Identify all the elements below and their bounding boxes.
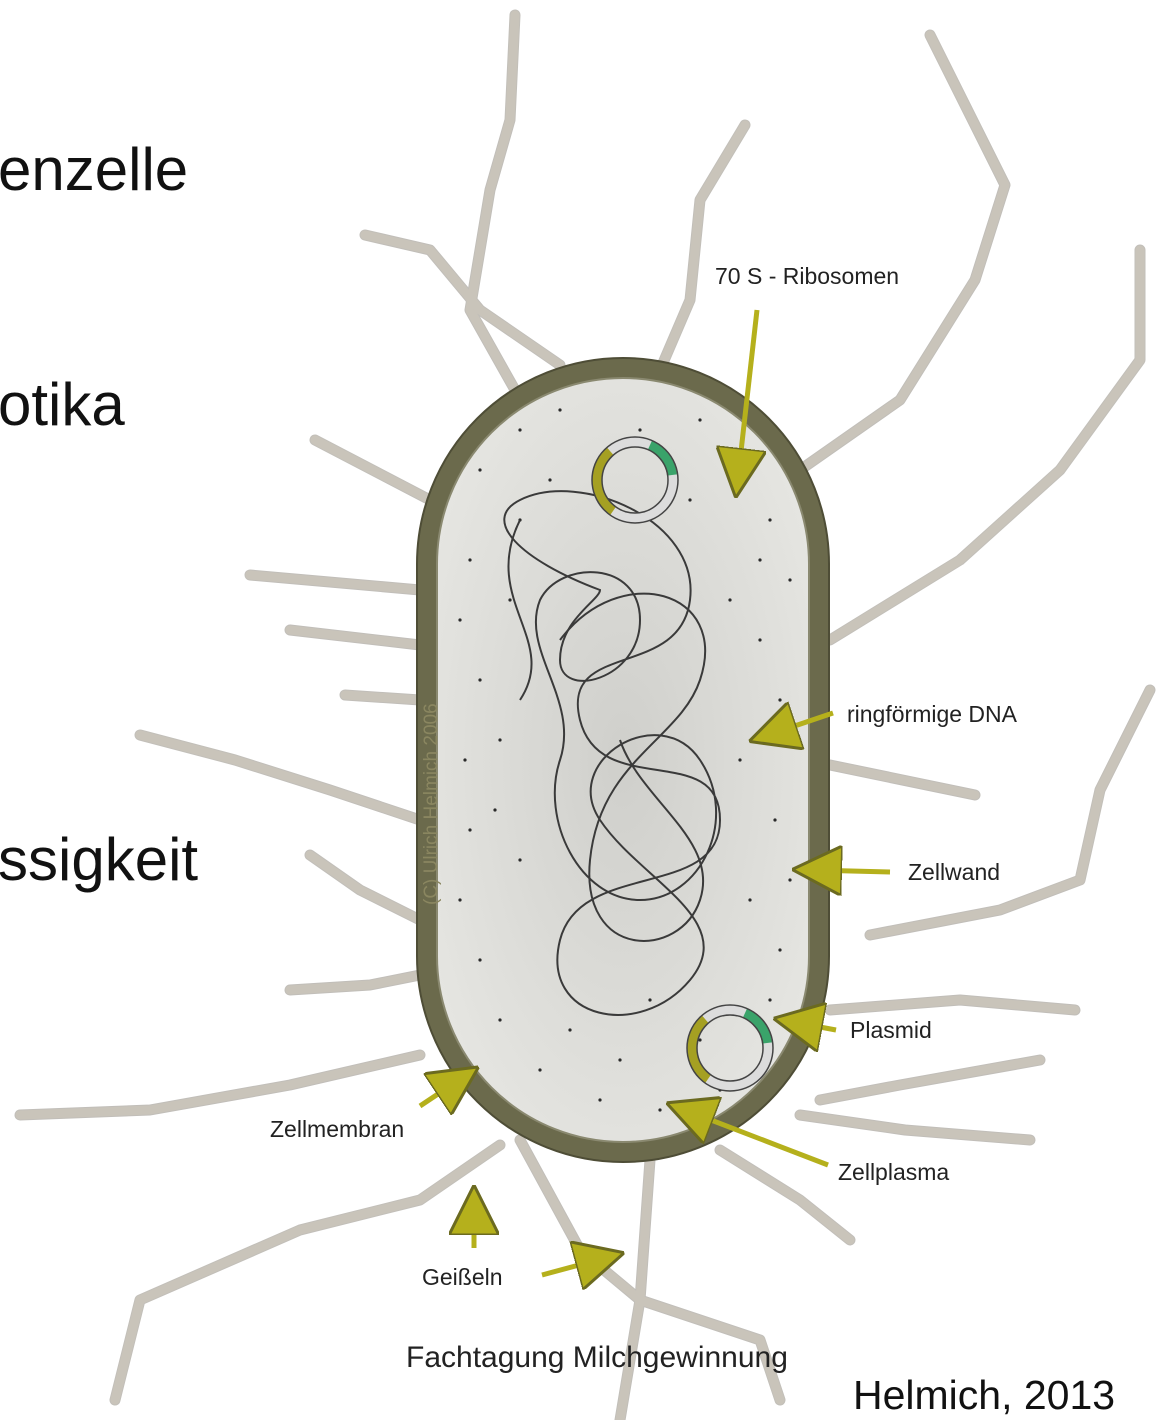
- credit-text: Helmich, 2013: [853, 1372, 1115, 1418]
- label-ribosomen: 70 S - Ribosomen: [715, 263, 899, 289]
- label-zellwand: Zellwand: [908, 859, 1000, 885]
- label-zellplasma: Zellplasma: [838, 1159, 949, 1185]
- cell-membrane: [437, 378, 809, 1142]
- footer-text: Fachtagung Milchgewinnung: [406, 1341, 788, 1374]
- watermark-text: (C) Ulrich Helmich 2006: [421, 703, 442, 905]
- label-geisseln: Geißeln: [422, 1264, 503, 1290]
- label-dna: ringförmige DNA: [847, 701, 1018, 727]
- label-zellmembran: Zellmembran: [270, 1116, 404, 1142]
- label-plasmid: Plasmid: [850, 1017, 932, 1043]
